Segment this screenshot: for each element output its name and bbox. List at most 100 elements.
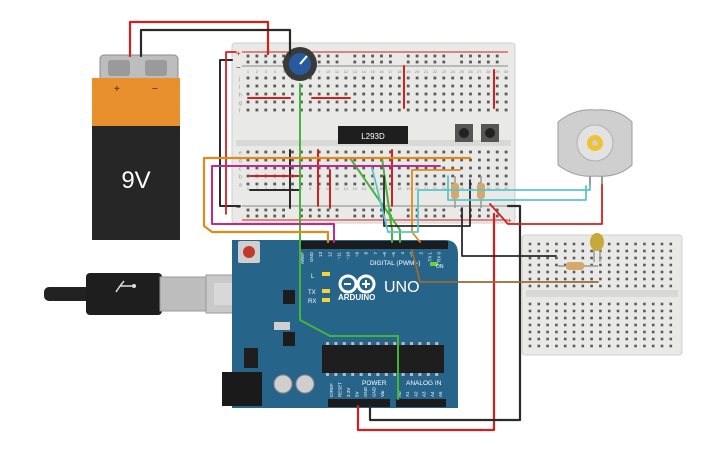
breadboard-hole[interactable] — [599, 330, 602, 334]
breadboard-hole[interactable] — [486, 150, 490, 154]
breadboard-hole[interactable] — [486, 60, 490, 64]
breadboard-hole[interactable] — [326, 100, 330, 104]
breadboard-hole[interactable] — [344, 182, 348, 186]
breadboard-hole[interactable] — [537, 284, 541, 288]
breadboard-hole[interactable] — [389, 60, 392, 64]
breadboard-hole[interactable] — [495, 166, 499, 170]
breadboard-hole[interactable] — [308, 158, 312, 162]
breadboard-hole[interactable] — [335, 54, 339, 58]
breadboard-hole[interactable] — [546, 263, 549, 267]
breadboard-hole[interactable] — [651, 323, 655, 327]
breadboard-hole[interactable] — [264, 60, 268, 64]
breadboard-hole[interactable] — [362, 54, 366, 58]
breadboard-hole[interactable] — [660, 344, 664, 348]
breadboard-hole[interactable] — [246, 182, 250, 186]
breadboard-hole[interactable] — [389, 92, 392, 96]
breadboard-hole[interactable] — [504, 174, 508, 178]
breadboard-hole[interactable] — [495, 76, 499, 80]
breadboard-hole[interactable] — [581, 323, 585, 327]
breadboard-hole[interactable] — [651, 263, 655, 267]
breadboard-hole[interactable] — [433, 92, 437, 96]
breadboard-hole[interactable] — [478, 108, 481, 112]
breadboard-hole[interactable] — [273, 84, 277, 88]
breadboard-hole[interactable] — [362, 60, 366, 64]
breadboard-hole[interactable] — [451, 76, 455, 80]
breadboard-hole[interactable] — [255, 84, 259, 88]
breadboard-hole[interactable] — [397, 182, 401, 186]
breadboard-hole[interactable] — [537, 316, 541, 320]
breadboard-hole[interactable] — [616, 309, 620, 313]
breadboard-hole[interactable] — [317, 158, 321, 162]
breadboard-hole[interactable] — [469, 60, 472, 64]
breadboard-hole[interactable] — [563, 256, 567, 260]
breadboard-hole[interactable] — [406, 214, 410, 218]
breadboard-hole[interactable] — [563, 270, 567, 274]
breadboard-hole[interactable] — [572, 323, 576, 327]
breadboard-hole[interactable] — [495, 60, 499, 64]
breadboard-hole[interactable] — [353, 182, 357, 186]
l293d-motor-driver[interactable]: L293D — [338, 126, 408, 144]
breadboard-hole[interactable] — [581, 316, 585, 320]
breadboard-hole[interactable] — [326, 214, 330, 218]
breadboard-hole[interactable] — [616, 270, 620, 274]
breadboard-hole[interactable] — [433, 150, 437, 154]
breadboard-hole[interactable] — [634, 330, 637, 334]
led-yellow[interactable] — [590, 233, 604, 262]
breadboard-hole[interactable] — [317, 100, 321, 104]
breadboard-hole[interactable] — [590, 330, 593, 334]
breadboard-hole[interactable] — [344, 158, 348, 162]
breadboard-hole[interactable] — [634, 242, 637, 246]
wire-motor-cyan-1[interactable] — [371, 167, 591, 233]
breadboard-hole[interactable] — [625, 242, 629, 246]
breadboard-hole[interactable] — [634, 344, 637, 348]
breadboard-hole[interactable] — [616, 249, 620, 253]
breadboard-hole[interactable] — [625, 323, 629, 327]
breadboard-hole[interactable] — [599, 284, 602, 288]
breadboard-hole[interactable] — [537, 263, 541, 267]
breadboard-hole[interactable] — [555, 330, 558, 334]
breadboard-hole[interactable] — [397, 174, 401, 178]
breadboard-hole[interactable] — [335, 166, 339, 170]
wire-motor-cyan-2[interactable] — [447, 175, 587, 201]
breadboard-hole[interactable] — [291, 92, 294, 96]
breadboard-hole[interactable] — [300, 182, 303, 186]
breadboard-hole[interactable] — [406, 208, 410, 212]
breadboard-hole[interactable] — [362, 92, 366, 96]
breadboard-hole[interactable] — [282, 150, 285, 154]
breadboard-hole[interactable] — [528, 284, 532, 288]
breadboard-hole[interactable] — [308, 150, 312, 154]
breadboard-hole[interactable] — [486, 92, 490, 96]
breadboard-hole[interactable] — [563, 284, 567, 288]
breadboard-hole[interactable] — [590, 302, 593, 306]
breadboard-hole[interactable] — [590, 256, 593, 260]
breadboard-hole[interactable] — [537, 249, 541, 253]
breadboard-hole[interactable] — [651, 242, 655, 246]
breadboard-hole[interactable] — [581, 270, 585, 274]
breadboard-hole[interactable] — [282, 92, 285, 96]
breadboard-hole[interactable] — [537, 330, 541, 334]
breadboard-hole[interactable] — [643, 302, 646, 306]
breadboard-hole[interactable] — [616, 263, 620, 267]
breadboard-hole[interactable] — [486, 100, 490, 104]
breadboard-hole[interactable] — [546, 337, 549, 341]
wire-green-2[interactable] — [349, 157, 401, 243]
breadboard-hole[interactable] — [308, 214, 312, 218]
breadboard-hole[interactable] — [555, 284, 558, 288]
breadboard-hole[interactable] — [335, 76, 339, 80]
breadboard-hole[interactable] — [590, 249, 593, 253]
breadboard-hole[interactable] — [495, 174, 499, 178]
breadboard-hole[interactable] — [326, 150, 330, 154]
breadboard-hole[interactable] — [317, 208, 321, 212]
breadboard-hole[interactable] — [599, 344, 602, 348]
breadboard-hole[interactable] — [300, 174, 303, 178]
breadboard-hole[interactable] — [537, 277, 541, 281]
wire-motor-red[interactable] — [489, 184, 603, 225]
wire-brown[interactable] — [411, 249, 599, 283]
breadboard-hole[interactable] — [599, 323, 602, 327]
breadboard-hole[interactable] — [406, 100, 410, 104]
breadboard-hole[interactable] — [651, 270, 655, 274]
breadboard-hole[interactable] — [607, 284, 611, 288]
breadboard-hole[interactable] — [643, 242, 646, 246]
breadboard-hole[interactable] — [442, 76, 446, 80]
breadboard-hole[interactable] — [572, 330, 576, 334]
